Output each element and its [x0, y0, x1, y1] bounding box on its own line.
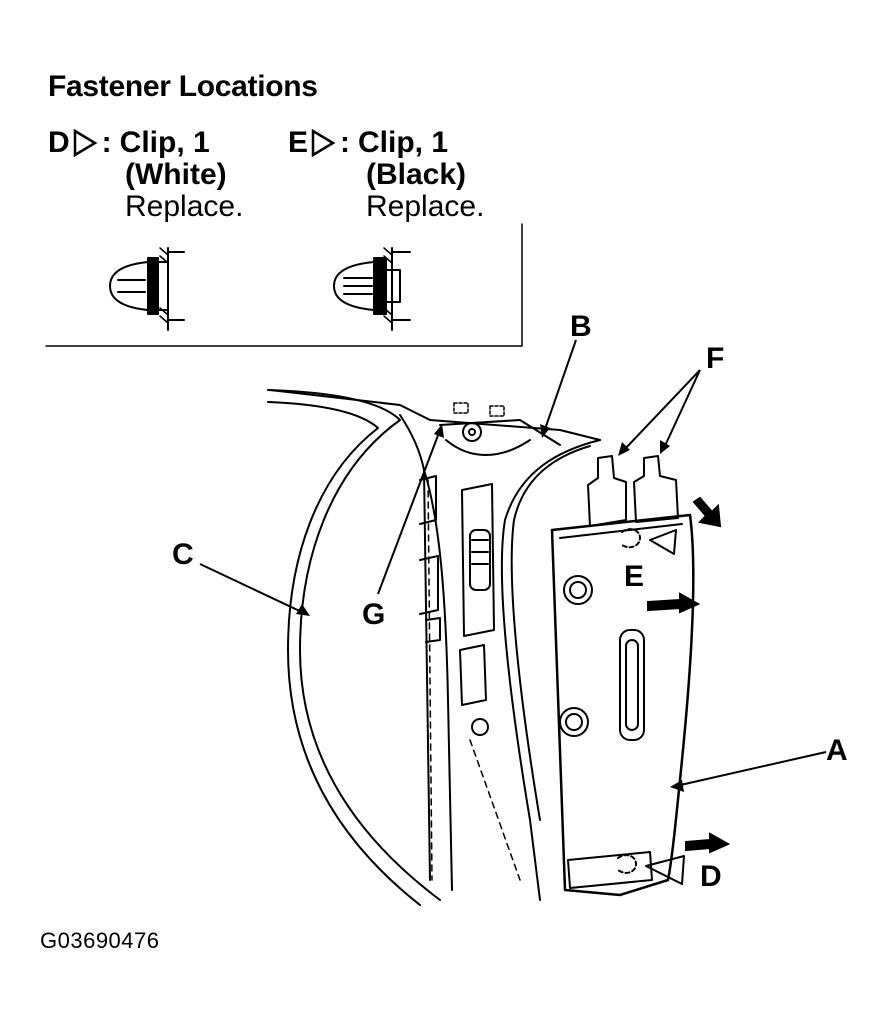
fastener-d-name: Clip, 1 [119, 126, 210, 159]
fastener-d-separator: : [101, 126, 112, 159]
fastener-e-color: (Black) [366, 158, 467, 191]
fastener-d-action: Replace. [125, 190, 244, 223]
fastener-e-separator: : [340, 126, 351, 159]
fastener-e-name: Clip, 1 [358, 126, 449, 159]
clip-e-illustration [333, 247, 411, 331]
callout-a: A [826, 734, 848, 767]
triangle-marker-icon [311, 129, 336, 157]
fastener-d-key: D [48, 126, 70, 159]
callout-g: G [362, 598, 386, 631]
figure-id: G03690476 [40, 928, 160, 953]
callout-c: C [172, 538, 194, 571]
triangle-marker-icon [73, 129, 98, 157]
callout-e: E [624, 560, 645, 593]
fastener-d-color: (White) [125, 158, 227, 191]
fastener-legend-e-heading: E : Clip, 1 [288, 126, 484, 160]
fastener-e-key: E [288, 126, 309, 159]
fastener-legend-d-heading: D : Clip, 1 [48, 126, 243, 160]
fastener-legend-d: D : Clip, 1 (White) Replace. [48, 126, 243, 224]
page-title: Fastener Locations [48, 70, 318, 103]
fastener-legend-e: E : Clip, 1 (Black) Replace. [288, 126, 484, 224]
callout-f: F [706, 342, 725, 375]
clip-d-illustration [109, 247, 185, 331]
callout-d: D [700, 860, 722, 893]
callout-b: B [570, 310, 592, 343]
fastener-e-action: Replace. [366, 190, 485, 223]
